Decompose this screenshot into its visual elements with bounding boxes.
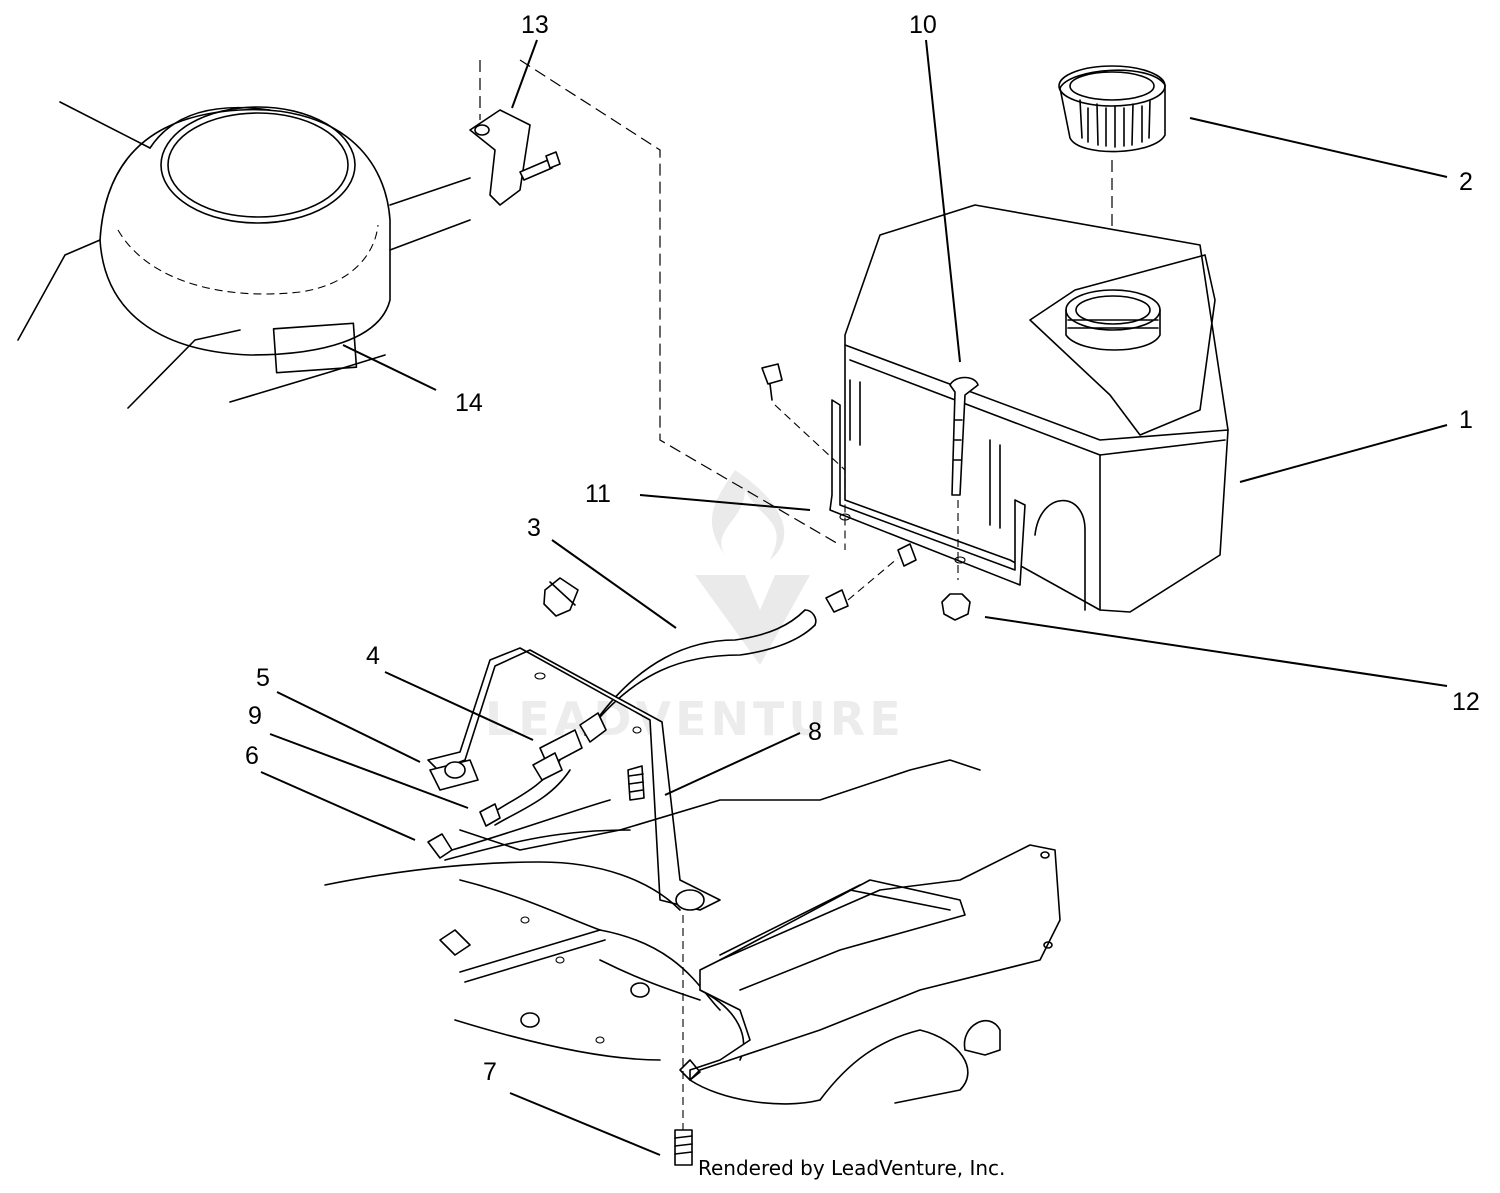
watermark-logo <box>695 470 810 665</box>
watermark-text: LEADVENTURE <box>485 692 905 746</box>
tank-bracket <box>829 379 1026 586</box>
fuel-fittings <box>543 543 917 617</box>
render-credit: Rendered by LeadVenture, Inc. <box>698 1156 1006 1180</box>
callout-13: 13 <box>521 11 549 39</box>
callout-11: 11 <box>585 480 611 508</box>
callout-4: 4 <box>366 642 380 670</box>
callout-7: 7 <box>483 1058 497 1086</box>
callout-2: 2 <box>1459 168 1473 196</box>
assembly-line-13 <box>479 59 841 546</box>
callout-12: 12 <box>1452 688 1480 716</box>
assembly-line-bolt <box>774 404 846 550</box>
tank-strap <box>949 376 979 496</box>
callout-14: 14 <box>455 389 483 417</box>
callout-8: 8 <box>808 718 822 746</box>
callout-9: 9 <box>248 702 262 730</box>
fuel-tank <box>844 204 1229 613</box>
callouts: 1 2 3 4 5 6 7 8 9 10 11 12 13 14 <box>245 11 1480 1086</box>
callout-5: 5 <box>256 664 270 692</box>
callout-1: 1 <box>1459 406 1473 434</box>
valve-bracket <box>427 647 721 911</box>
callout-3: 3 <box>527 514 541 542</box>
leader-lines <box>260 39 1448 1156</box>
fuel-cap <box>1058 65 1166 153</box>
callout-10: 10 <box>909 11 937 39</box>
bolt-11 <box>761 363 783 401</box>
mower-frame <box>324 759 1061 1105</box>
bolt-7 <box>674 1129 693 1166</box>
nut-12 <box>941 593 971 621</box>
shutoff-valve <box>427 712 631 861</box>
engine-housing <box>17 101 471 409</box>
bracket-13 <box>469 109 561 206</box>
callout-6: 6 <box>245 742 259 770</box>
